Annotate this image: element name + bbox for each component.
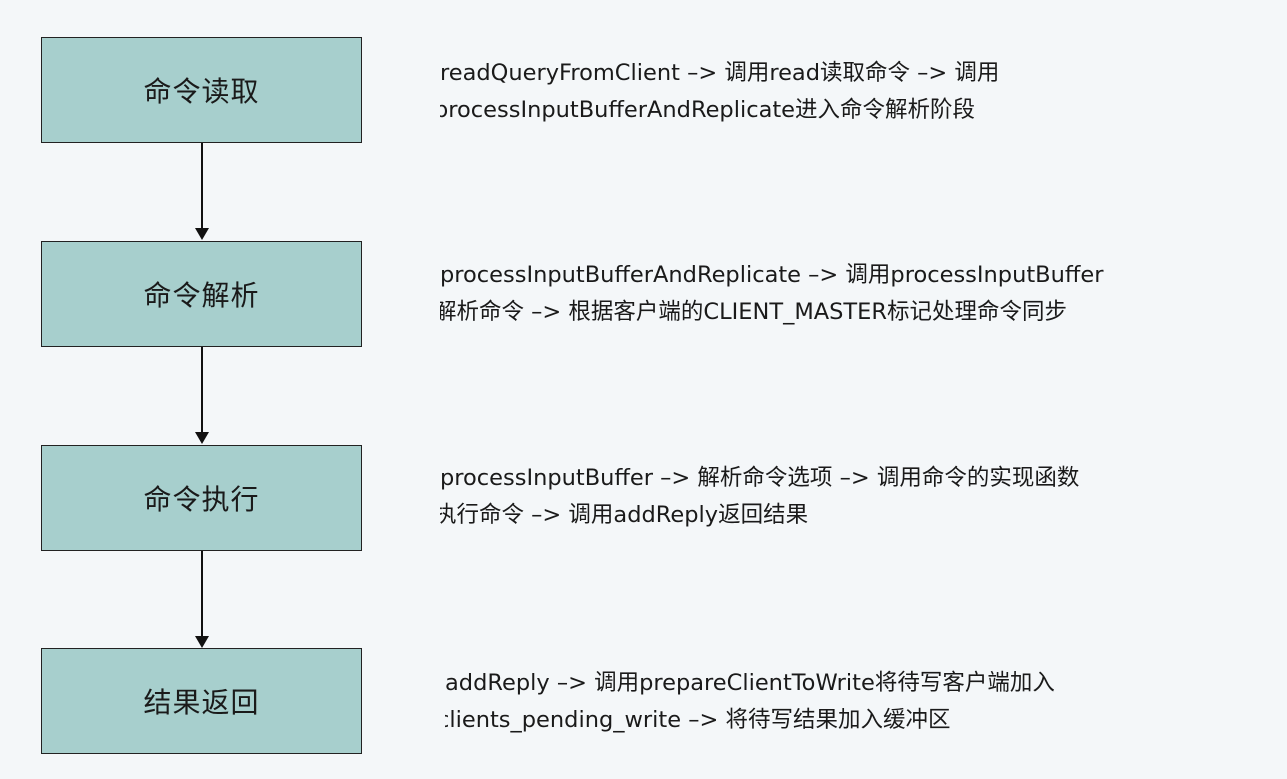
description-line: processInputBufferAndReplicate –> 调用proc… <box>440 262 1104 288</box>
description-line: clients_pending_write –> 将待写结果加入缓冲区 <box>445 707 951 733</box>
description-line: addReply –> 调用prepareClientToWrite将待写客户端… <box>445 670 1055 696</box>
flow-connector-line <box>201 551 203 636</box>
stage-description-execute: processInputBuffer –> 解析命令选项 –> 调用命令的实现函… <box>440 460 1287 534</box>
description-line: 执行命令 –> 调用addReply返回结果 <box>440 502 809 528</box>
stage-description-parse: processInputBufferAndReplicate –> 调用proc… <box>440 257 1287 331</box>
description-line: processInputBufferAndReplicate进入命令解析阶段 <box>440 97 976 123</box>
stage-box-parse: 命令解析 <box>41 241 362 347</box>
flow-connector-line <box>201 143 203 228</box>
stage-title: 命令解析 <box>143 279 260 312</box>
stage-box-return: 结果返回 <box>41 648 362 754</box>
description-line: readQueryFromClient –> 调用read读取命令 –> 调用 <box>440 60 1000 86</box>
stage-description-read: readQueryFromClient –> 调用read读取命令 –> 调用 … <box>440 55 1287 129</box>
stage-title: 命令执行 <box>143 483 260 516</box>
stage-title: 结果返回 <box>143 686 260 719</box>
arrow-down-icon <box>195 228 209 240</box>
arrow-down-icon <box>195 432 209 444</box>
stage-title: 命令读取 <box>143 75 260 108</box>
arrow-down-icon <box>195 636 209 648</box>
description-line: 解析命令 –> 根据客户端的CLIENT_MASTER标记处理命令同步 <box>440 299 1068 325</box>
stage-box-read: 命令读取 <box>41 37 362 143</box>
stage-box-execute: 命令执行 <box>41 445 362 551</box>
flow-connector-line <box>201 347 203 432</box>
stage-description-return: addReply –> 调用prepareClientToWrite将待写客户端… <box>445 665 1287 739</box>
description-line: processInputBuffer –> 解析命令选项 –> 调用命令的实现函… <box>440 465 1080 491</box>
